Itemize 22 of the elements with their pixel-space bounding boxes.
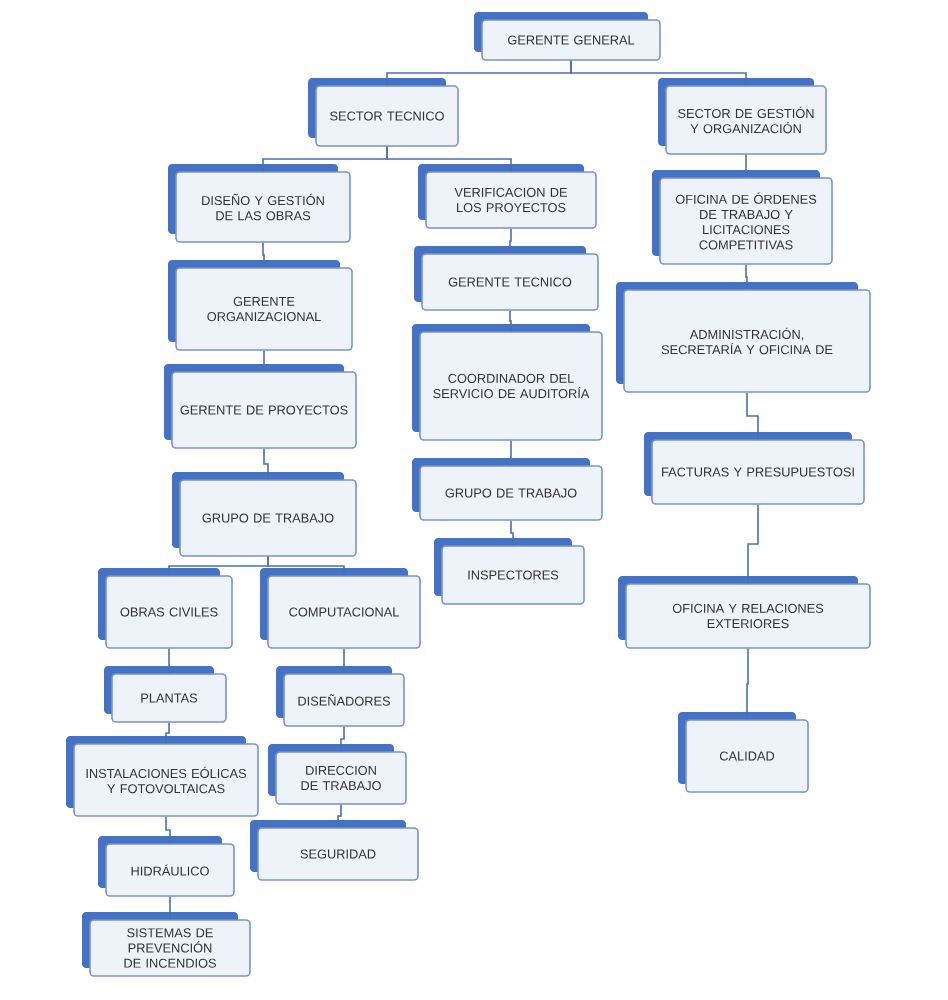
connector-line: [746, 648, 749, 720]
connector-line: [570, 60, 747, 86]
connector-line: [747, 504, 759, 584]
connector-line: [165, 722, 170, 744]
connector-line: [168, 648, 170, 674]
connector-line: [267, 556, 345, 576]
connector-line: [510, 520, 514, 546]
connector-line: [509, 228, 512, 254]
connector-line: [745, 154, 747, 178]
connector-line: [386, 146, 512, 172]
connector-line: [165, 816, 171, 844]
connector-line: [263, 448, 269, 480]
connector-line: [746, 392, 759, 440]
connector-line: [262, 242, 265, 268]
connector-line: [263, 350, 265, 372]
connector-line: [340, 726, 345, 752]
connector-line: [337, 804, 342, 828]
connector-line: [745, 264, 748, 290]
connector-line: [343, 648, 345, 674]
connector-line: [169, 896, 171, 920]
connector-line: [509, 310, 512, 332]
connector-line: [510, 440, 512, 466]
